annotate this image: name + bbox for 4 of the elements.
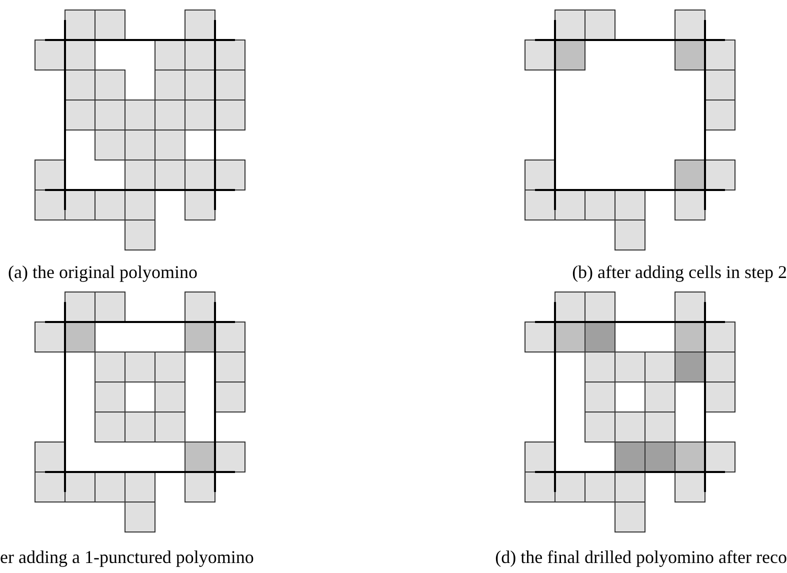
figure-caption: (b) after adding cells in step 2 [572,261,787,283]
figure-caption: er adding a 1-punctured polyomino [0,546,254,568]
figure-caption: (d) the final drilled polyomino after reco [495,546,787,568]
figure-caption: (a) the original polyomino [8,261,198,283]
